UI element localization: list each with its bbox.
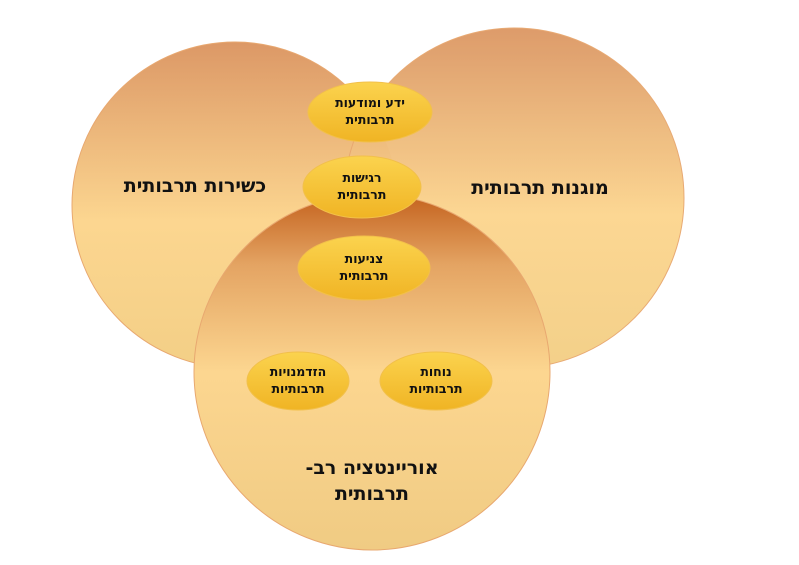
- ellipse-humility: [297, 235, 431, 301]
- line2: תרבותיות: [409, 380, 463, 396]
- line1: ידע ומודעות: [335, 95, 405, 110]
- line2: תרבותיות: [271, 380, 325, 396]
- label-competence: כשירות תרבותית: [123, 175, 267, 197]
- label-knowledge: ידע ומודעות תרבותית: [310, 95, 430, 129]
- line2: תרבותית: [345, 111, 395, 127]
- label-comfort: נוחות תרבותיות: [386, 364, 486, 398]
- line2: תרבותית: [337, 186, 387, 202]
- line1: רגישות: [342, 170, 382, 185]
- line2: תרבותית: [339, 267, 389, 283]
- line1: נוחות: [420, 364, 452, 379]
- label-humility: צניעות תרבותית: [304, 251, 424, 285]
- label-opportunities: הזדמנויות תרבותיות: [248, 364, 348, 398]
- label-orientation-line2: תרבותית: [334, 482, 410, 505]
- line1: הזדמנויות: [269, 364, 327, 379]
- label-safety: מוגנות תרבותית: [471, 177, 609, 199]
- line1: צניעות: [344, 251, 384, 266]
- label-orientation-line1: אוריינטציה רב-: [305, 457, 439, 479]
- ellipse-comfort: [379, 351, 493, 411]
- label-orientation: אוריינטציה רב- תרבותית: [272, 456, 472, 507]
- ellipse-opportunities: [246, 351, 350, 411]
- ellipse-knowledge: [307, 81, 433, 143]
- label-sensitivity: רגישות תרבותית: [302, 170, 422, 204]
- ellipse-sensitivity: [302, 155, 422, 219]
